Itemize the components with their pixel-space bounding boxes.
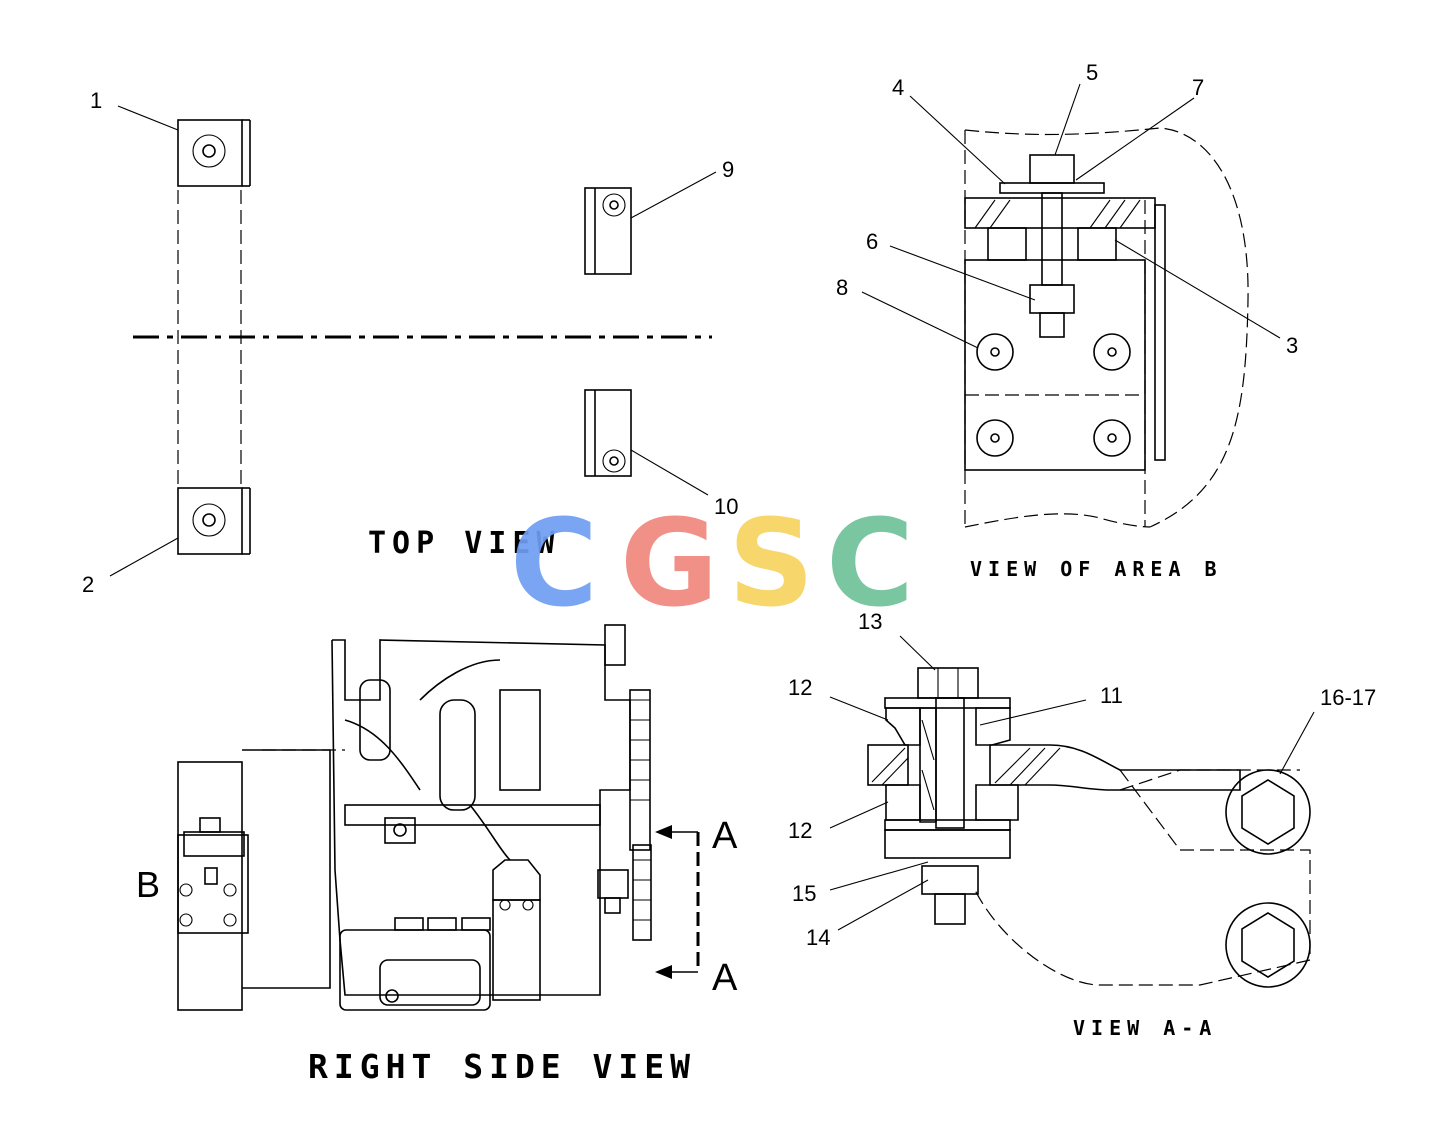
callout-1: 1 (90, 88, 102, 113)
arm-bolt-upper (1225, 769, 1311, 855)
area-marker-b: B (136, 864, 160, 905)
callout-13: 13 (858, 609, 882, 634)
callout-12-lower: 12 (788, 818, 812, 843)
area-b-view: 4 5 7 6 8 3 VIEW OF AREA B (836, 60, 1298, 581)
callout-4: 4 (892, 75, 904, 100)
mount-block-10 (584, 389, 632, 477)
callout-9: 9 (722, 157, 734, 182)
mount-block-2 (177, 487, 251, 555)
watermark-letter-g: G (620, 495, 719, 634)
section-line-a-a (655, 825, 700, 979)
callout-11: 11 (1100, 683, 1123, 708)
callout-15: 15 (792, 881, 816, 906)
callout-8: 8 (836, 275, 848, 300)
section-marker-a-bottom: A (712, 957, 738, 999)
callout-2: 2 (82, 572, 94, 597)
mount-block-9 (584, 187, 632, 275)
view-a-a-title: VIEW A-A (1073, 1016, 1217, 1040)
callout-12-upper: 12 (788, 675, 812, 700)
arm-bolt-lower (1225, 902, 1311, 988)
section-marker-a-top: A (712, 815, 738, 857)
area-b-title: VIEW OF AREA B (970, 557, 1223, 581)
callout-6: 6 (866, 229, 878, 254)
right-side-view-title: RIGHT SIDE VIEW (308, 1047, 696, 1086)
watermark-letter-c1: C (510, 495, 598, 634)
callout-5: 5 (1086, 60, 1098, 85)
watermark-letter-c2: C (826, 495, 914, 634)
callout-16-17: 16-17 (1320, 685, 1376, 710)
callout-10: 10 (714, 494, 738, 519)
watermark-logo: C G S C (510, 495, 914, 634)
right-side-view: A A B RIGHT SIDE VIEW (136, 624, 738, 1086)
mount-block-1 (177, 119, 251, 187)
watermark-letter-s: S (728, 495, 814, 634)
callout-3: 3 (1286, 333, 1298, 358)
callout-7: 7 (1192, 75, 1204, 100)
bolt-heads (976, 333, 1131, 457)
top-view-title: TOP VIEW (368, 526, 561, 561)
callout-14: 14 (806, 925, 830, 950)
view-a-a: 12 12 13 11 16-17 15 14 VIEW A-A (788, 609, 1376, 1040)
top-view: 1 2 9 10 TOP VIEW (82, 88, 738, 597)
